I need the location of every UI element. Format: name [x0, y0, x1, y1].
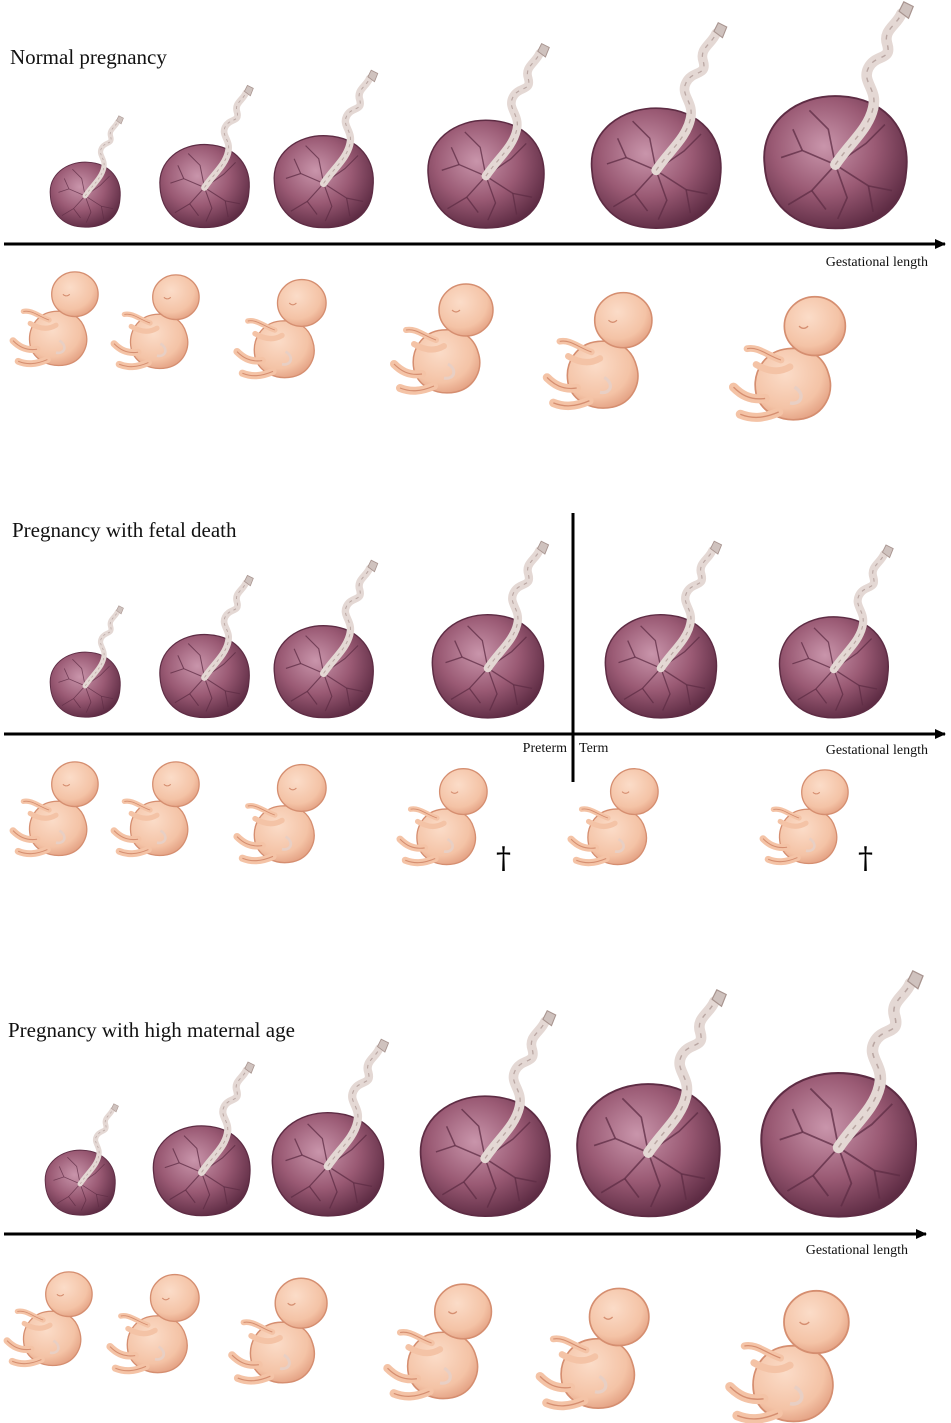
fetus: [400, 769, 487, 865]
placenta: [153, 1062, 254, 1216]
placenta: [428, 44, 549, 228]
fetus: [540, 1288, 649, 1408]
fetus: [388, 1284, 492, 1398]
placenta: [50, 116, 123, 227]
panel-normal-pregnancy: Normal pregnancy Gestational length: [4, 2, 945, 420]
panel-high-maternal-age: Pregnancy with high maternal age Gestati…: [4, 971, 926, 1422]
placenta: [421, 1011, 556, 1216]
fetus: [571, 769, 658, 865]
placenta: [764, 2, 913, 229]
placenta: [605, 541, 721, 718]
fetus-row: ††: [13, 762, 873, 876]
death-marker: †: [496, 841, 511, 876]
fetus-row: [7, 1272, 849, 1422]
placenta: [577, 990, 726, 1217]
placenta: [592, 23, 727, 228]
axis-label-gestational-length: Gestational length: [806, 1243, 908, 1258]
fetus: [13, 272, 98, 366]
fetus: [13, 762, 98, 856]
placenta: [160, 575, 253, 717]
fetus: [114, 762, 199, 856]
fetus: [7, 1272, 92, 1366]
axis-label-gestational-length: Gestational length: [826, 743, 928, 758]
placenta-row: [50, 2, 913, 229]
fetus: [237, 280, 326, 378]
fetus: [232, 1278, 327, 1383]
fetus: [114, 275, 199, 369]
placenta-row: [45, 971, 923, 1217]
fetus: [734, 297, 846, 420]
fetus: [110, 1275, 199, 1373]
panel-title: Pregnancy with fetal death: [12, 518, 237, 542]
fetus: [763, 770, 848, 864]
placenta: [274, 560, 378, 717]
fetus: [394, 284, 493, 393]
placenta: [761, 971, 923, 1217]
term-label: Term: [579, 741, 608, 756]
fetus: [547, 293, 652, 408]
placenta: [432, 541, 548, 718]
placenta: [160, 85, 253, 227]
axis-label-gestational-length: Gestational length: [826, 255, 928, 270]
placenta: [779, 545, 893, 718]
placenta: [45, 1104, 118, 1215]
preterm-label: Preterm: [523, 741, 567, 756]
placenta: [274, 70, 378, 227]
panel-title: Pregnancy with high maternal age: [8, 1018, 295, 1042]
placenta: [272, 1039, 388, 1216]
panel-fetal-death: Pregnancy with fetal death Preterm Term …: [4, 513, 945, 876]
placenta: [50, 606, 123, 717]
fetus-row: [13, 272, 845, 420]
panel-title: Normal pregnancy: [10, 45, 167, 69]
death-marker: †: [858, 841, 873, 876]
fetus: [237, 765, 326, 863]
placenta-row: [50, 541, 893, 718]
fetus: [730, 1291, 849, 1422]
